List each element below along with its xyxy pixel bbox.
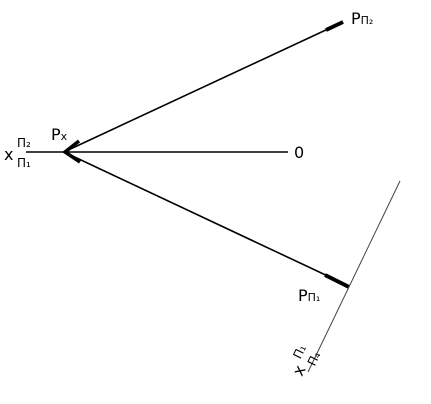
trace-end-p-pi2	[325, 20, 344, 32]
vertex-px-mark	[62, 139, 81, 164]
label-axis-x-right: x П₁ П₄	[288, 342, 324, 379]
label-p-pi2: PП₂	[351, 9, 373, 28]
label-p-pi2-sub: П₂	[361, 14, 374, 27]
label-px-sub: x	[61, 130, 68, 143]
label-p-pi1-sub: П₁	[308, 291, 321, 304]
label-px-main: P	[51, 125, 61, 144]
axis-x-new-line	[307, 180, 401, 373]
trace-line-p-pi1	[63, 151, 350, 287]
label-zero: 0	[294, 143, 304, 162]
label-px: Px	[51, 125, 68, 144]
label-axis-x-left-x: x	[4, 145, 13, 164]
label-p-pi2-main: P	[351, 9, 361, 28]
label-axis-x-right-lower: П₄	[305, 349, 324, 368]
label-axis-x-left-upper: П₂	[17, 136, 31, 150]
label-axis-x-right-x: x	[288, 362, 309, 379]
trace-line-p-pi2	[63, 21, 344, 153]
label-p-pi1: PП₁	[298, 286, 320, 305]
label-axis-x-left-lower: П₁	[17, 156, 31, 170]
trace-end-p-pi1	[324, 273, 350, 289]
label-axis-x-left: x П₂ П₁	[4, 136, 31, 170]
label-axis-x-right-upper: П₁	[290, 342, 309, 361]
label-p-pi1-main: P	[298, 286, 308, 305]
